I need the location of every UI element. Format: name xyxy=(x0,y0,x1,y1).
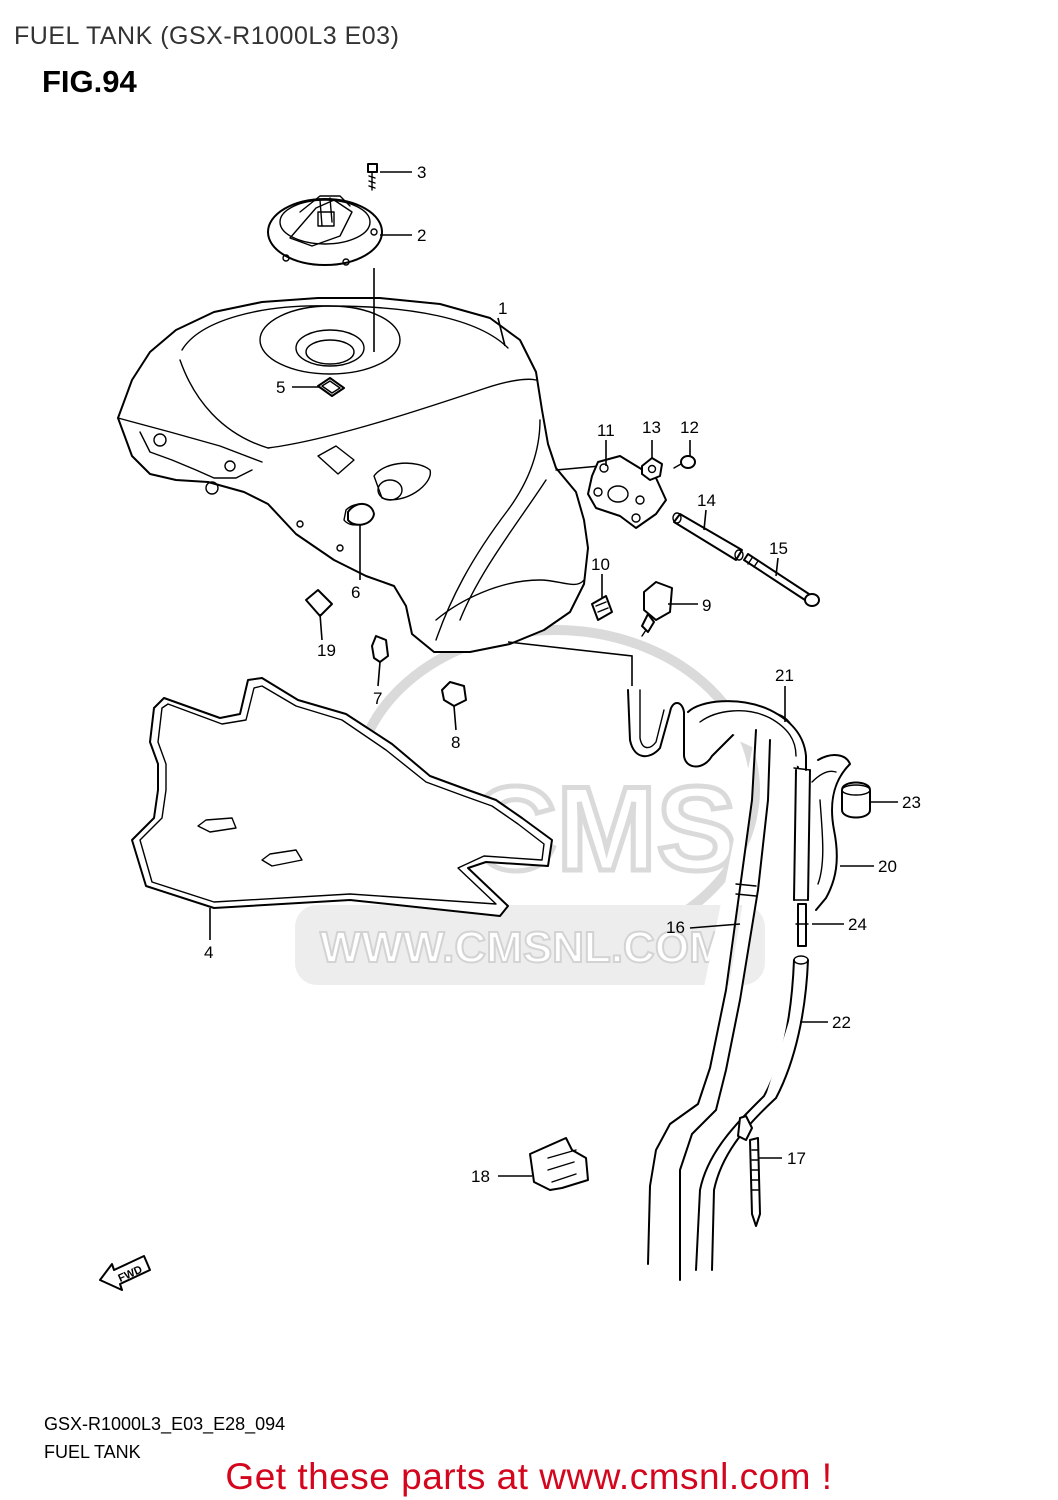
cta-link[interactable]: Get these parts at www.cmsnl.com ! xyxy=(225,1456,833,1497)
part-9-valve xyxy=(641,581,673,637)
part-2-fuel-cap xyxy=(267,195,383,266)
callout-11: 11 xyxy=(597,421,615,440)
callout-7: 7 xyxy=(373,689,382,708)
hose-assembly xyxy=(627,689,851,1281)
callout-1: 1 xyxy=(498,299,507,318)
part-15-long-bolt xyxy=(743,553,820,607)
callout-14: 14 xyxy=(697,491,716,510)
part-18-holder xyxy=(529,1137,589,1191)
fwd-arrow-icon: FWD xyxy=(99,1255,151,1291)
callout-labels: 1 2 3 4 5 6 7 8 9 10 11 12 13 14 15 16 1… xyxy=(204,163,921,1186)
part-1-fuel-tank xyxy=(117,297,601,653)
figure-code: GSX-R1000L3_E03_E28_094 xyxy=(44,1414,286,1434)
figure-number: FIG.94 xyxy=(42,64,137,99)
callout-16: 16 xyxy=(666,918,685,937)
page-title: FUEL TANK (GSX-R1000L3 E03) xyxy=(14,22,400,50)
callout-9: 9 xyxy=(702,596,711,615)
callout-10: 10 xyxy=(591,555,610,574)
part-4-seal-strip xyxy=(131,677,553,917)
part-5-pad xyxy=(317,377,345,397)
callout-21: 21 xyxy=(775,666,794,685)
callout-24: 24 xyxy=(848,915,867,934)
callout-12: 12 xyxy=(680,418,699,437)
callout-3: 3 xyxy=(417,163,426,182)
part-3-screw xyxy=(367,163,378,191)
callout-19: 19 xyxy=(317,641,336,660)
callout-6: 6 xyxy=(351,583,360,602)
part-23-cushion xyxy=(841,781,871,819)
part-17-cable-tie xyxy=(737,1115,761,1227)
figure-name: FUEL TANK xyxy=(44,1442,141,1462)
part-13-nut xyxy=(641,457,663,481)
callout-20: 20 xyxy=(878,857,897,876)
part-12-bolt xyxy=(673,455,696,469)
callout-18: 18 xyxy=(471,1167,490,1186)
callout-13: 13 xyxy=(642,418,661,437)
watermark: CMS WWW.CMSNL.COM xyxy=(295,625,765,985)
callout-4: 4 xyxy=(204,943,213,962)
part-8-cushion xyxy=(441,681,467,707)
callout-8: 8 xyxy=(451,733,460,752)
part-14-spacer xyxy=(672,512,744,561)
callout-15: 15 xyxy=(769,539,788,558)
callout-17: 17 xyxy=(787,1149,806,1168)
callout-2: 2 xyxy=(417,226,426,245)
callout-5: 5 xyxy=(276,378,285,397)
part-19-clip xyxy=(305,589,333,617)
part-6-cushion xyxy=(347,503,375,526)
watermark-url: WWW.CMSNL.COM xyxy=(320,923,726,972)
callout-22: 22 xyxy=(832,1013,851,1032)
part-7-clip xyxy=(371,635,389,663)
leader-lines xyxy=(209,171,898,1177)
callout-23: 23 xyxy=(902,793,921,812)
part-10-grommet xyxy=(591,595,613,621)
